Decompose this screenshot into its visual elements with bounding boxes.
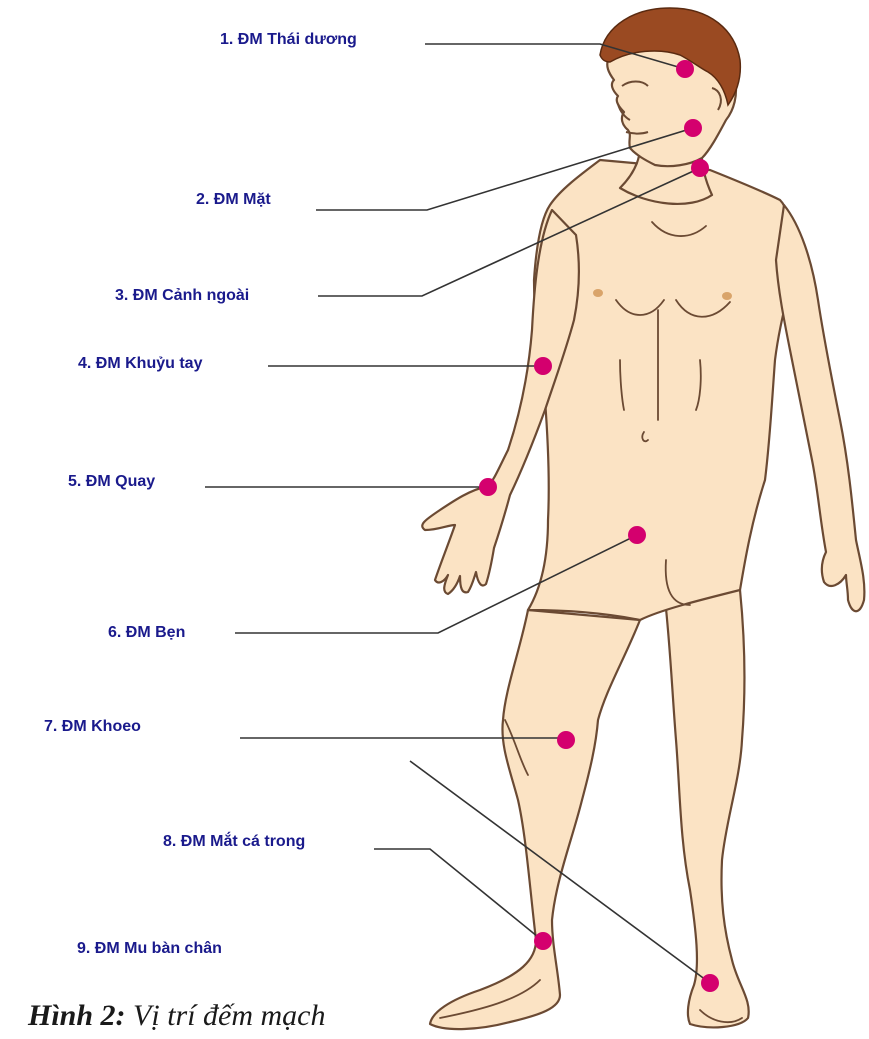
pulse-marker-5 — [479, 478, 497, 496]
right-leg — [664, 590, 749, 1027]
pulse-marker-1 — [676, 60, 694, 78]
label-dorsalis-pedis-artery: 9. ĐM Mu bàn chân — [77, 939, 222, 959]
pulse-marker-7 — [557, 731, 575, 749]
human-figure — [422, 25, 864, 1029]
label-facial-artery: 2. ĐM Mặt — [196, 190, 271, 210]
figure-caption-text: Vị trí đếm mạch — [126, 999, 326, 1032]
pulse-marker-6 — [628, 526, 646, 544]
right-arm — [776, 205, 864, 611]
figure-caption-number: Hình 2: — [28, 999, 126, 1032]
label-external-carotid-artery: 3. ĐM Cảnh ngoài — [115, 286, 249, 306]
label-posterior-tibial-artery: 8. ĐM Mắt cá trong — [163, 832, 305, 852]
pulse-marker-8 — [534, 932, 552, 950]
pulse-marker-3 — [691, 159, 709, 177]
left-leg — [430, 610, 640, 1029]
pulse-marker-9 — [701, 974, 719, 992]
pulse-marker-2 — [684, 119, 702, 137]
label-radial-artery: 5. ĐM Quay — [68, 472, 155, 492]
leader-line-8 — [374, 849, 543, 941]
label-popliteal-artery: 7. ĐM Khoeo — [44, 717, 141, 737]
label-temporal-artery: 1. ĐM Thái dương — [220, 30, 357, 50]
label-femoral-artery: 6. ĐM Bẹn — [108, 623, 185, 643]
figure-caption: Hình 2: Vị trí đếm mạch — [28, 996, 326, 1036]
pulse-marker-4 — [534, 357, 552, 375]
label-brachial-artery: 4. ĐM Khuỷu tay — [78, 354, 202, 374]
